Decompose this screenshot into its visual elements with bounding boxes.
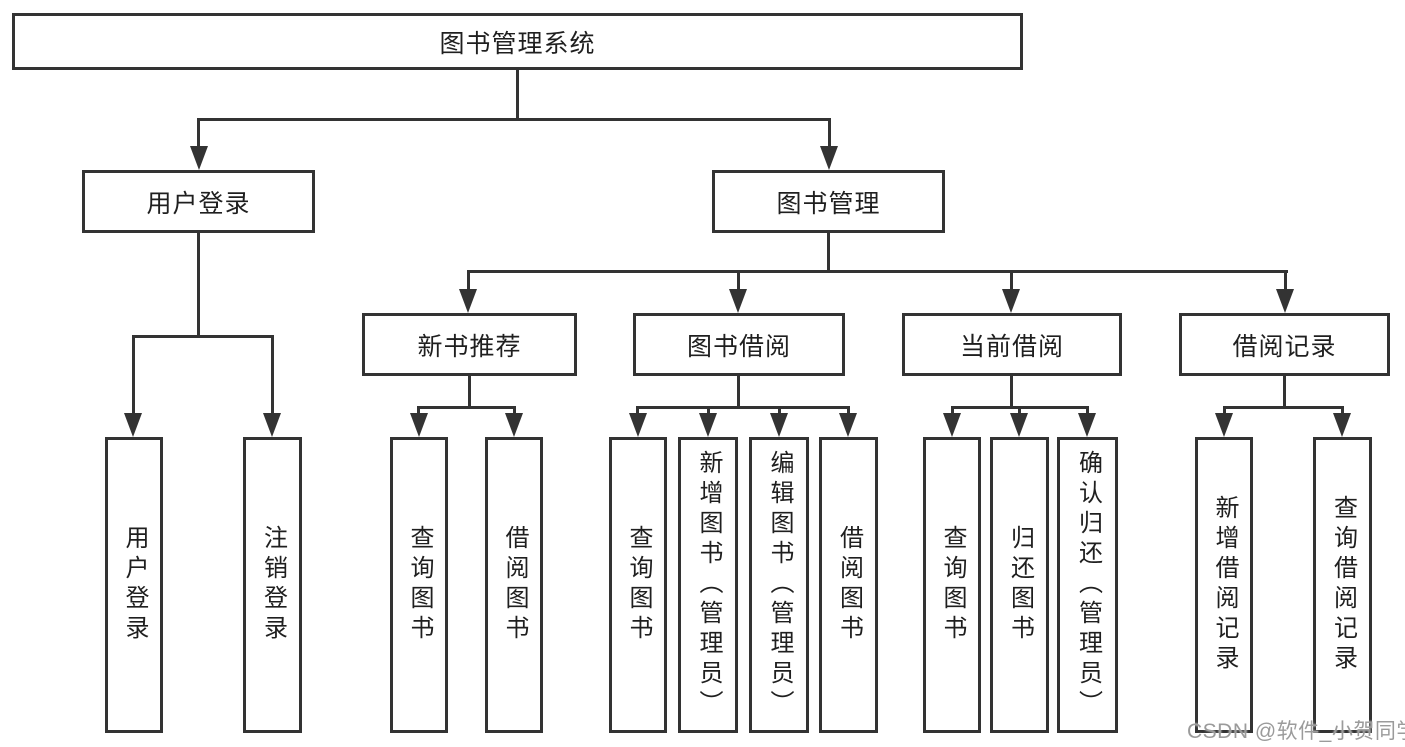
arrowhead-down-icon bbox=[1010, 413, 1028, 437]
connector-stub bbox=[778, 406, 781, 416]
node-root: 图书管理系统 bbox=[12, 13, 1023, 70]
connector-stub bbox=[737, 270, 740, 292]
node-borrow-records-label: 借阅记录 bbox=[1232, 332, 1337, 361]
node-current-borrow-label: 当前借阅 bbox=[959, 332, 1064, 361]
leaf-label: 查询借阅记录 bbox=[1329, 495, 1357, 675]
leaf-query-books-recommend: 查询图书 bbox=[390, 437, 448, 733]
connector-stub bbox=[847, 406, 850, 416]
leaf-edit-books-admin: 编辑图书（管理员） bbox=[749, 437, 809, 733]
connector-book-management-branch bbox=[467, 270, 1288, 273]
node-new-book-recommend: 新书推荐 bbox=[362, 313, 577, 376]
connector-stub bbox=[1010, 270, 1013, 292]
node-book-borrow-label: 图书借阅 bbox=[686, 332, 791, 361]
connector-root-branch bbox=[197, 118, 831, 121]
arrowhead-down-icon bbox=[459, 289, 477, 313]
leaf-label: 借阅图书 bbox=[835, 525, 863, 645]
leaf-label: 用户登录 bbox=[121, 525, 148, 645]
arrowhead-down-icon bbox=[1002, 289, 1020, 313]
node-book-management: 图书管理 bbox=[712, 170, 945, 233]
connector-stub bbox=[1341, 406, 1344, 416]
connector-stub bbox=[513, 406, 516, 416]
leaf-logout: 注销登录 bbox=[243, 437, 302, 733]
leaf-query-books-borrow: 查询图书 bbox=[609, 437, 667, 733]
connector-stub bbox=[1086, 406, 1089, 416]
leaf-label: 新增图书（管理员） bbox=[695, 450, 722, 720]
arrowhead-down-icon bbox=[410, 413, 428, 437]
leaf-borrow-books-recommend: 借阅图书 bbox=[485, 437, 543, 733]
leaf-label: 归还图书 bbox=[1006, 525, 1034, 645]
arrowhead-down-icon bbox=[1333, 413, 1351, 437]
csdn-watermark: CSDN @软件_小贺同学 bbox=[1187, 720, 1405, 743]
connector-stub bbox=[271, 335, 274, 415]
leaf-borrow-books: 借阅图书 bbox=[819, 437, 878, 733]
leaf-label: 新增借阅记录 bbox=[1211, 495, 1238, 675]
arrowhead-down-icon bbox=[263, 413, 281, 437]
node-root-label: 图书管理系统 bbox=[439, 29, 596, 58]
node-user-login-label: 用户登录 bbox=[146, 189, 251, 218]
arrowhead-down-icon bbox=[820, 146, 838, 170]
leaf-query-borrow-record: 查询借阅记录 bbox=[1313, 437, 1372, 733]
connector-borrow-record-drop bbox=[1283, 376, 1286, 408]
node-book-borrow: 图书借阅 bbox=[633, 313, 845, 376]
arrowhead-down-icon bbox=[629, 413, 647, 437]
leaf-label: 查询图书 bbox=[406, 525, 433, 645]
leaf-label: 编辑图书（管理员） bbox=[766, 450, 793, 720]
leaf-label: 借阅图书 bbox=[501, 525, 528, 645]
node-book-management-label: 图书管理 bbox=[776, 189, 881, 218]
leaf-label: 确认归还（管理员） bbox=[1074, 450, 1102, 720]
connector-current-borrow-drop bbox=[1010, 376, 1013, 408]
connector-stub bbox=[417, 406, 420, 416]
arrowhead-down-icon bbox=[505, 413, 523, 437]
connector-user-login-drop bbox=[197, 233, 200, 337]
connector-borrow-record-branch bbox=[1223, 406, 1343, 409]
arrowhead-down-icon bbox=[839, 413, 857, 437]
leaf-return-books: 归还图书 bbox=[990, 437, 1049, 733]
connector-stub bbox=[951, 406, 954, 416]
arrowhead-down-icon bbox=[1078, 413, 1096, 437]
connector-root-drop bbox=[516, 70, 519, 120]
connector-stub bbox=[1018, 406, 1021, 416]
connector-stub bbox=[636, 406, 639, 416]
leaf-label: 查询图书 bbox=[939, 525, 966, 645]
arrowhead-down-icon bbox=[729, 289, 747, 313]
connector-book-management-drop bbox=[827, 233, 830, 273]
leaf-add-books-admin: 新增图书（管理员） bbox=[678, 437, 738, 733]
arrowhead-down-icon bbox=[124, 413, 142, 437]
leaf-label: 查询图书 bbox=[625, 525, 652, 645]
leaf-add-borrow-record: 新增借阅记录 bbox=[1195, 437, 1253, 733]
arrowhead-down-icon bbox=[699, 413, 717, 437]
arrowhead-down-icon bbox=[770, 413, 788, 437]
arrowhead-down-icon bbox=[190, 146, 208, 170]
node-borrow-records: 借阅记录 bbox=[1179, 313, 1390, 376]
connector-book-borrow-branch bbox=[636, 406, 849, 409]
leaf-confirm-return-admin: 确认归还（管理员） bbox=[1057, 437, 1118, 733]
arrowhead-down-icon bbox=[1276, 289, 1294, 313]
arrowhead-down-icon bbox=[943, 413, 961, 437]
connector-stub-user-login bbox=[197, 118, 200, 150]
connector-stub bbox=[1284, 270, 1287, 292]
connector-stub-book-management bbox=[828, 118, 831, 150]
leaf-query-books-current: 查询图书 bbox=[923, 437, 981, 733]
connector-stub bbox=[467, 270, 470, 292]
connector-new-book-branch bbox=[417, 406, 516, 409]
node-current-borrow: 当前借阅 bbox=[902, 313, 1122, 376]
leaf-label: 注销登录 bbox=[259, 525, 287, 645]
leaf-user-login: 用户登录 bbox=[105, 437, 163, 733]
connector-stub bbox=[132, 335, 135, 415]
connector-stub bbox=[707, 406, 710, 416]
node-user-login: 用户登录 bbox=[82, 170, 315, 233]
connector-book-borrow-drop bbox=[737, 376, 740, 408]
connector-stub bbox=[1223, 406, 1226, 416]
connector-new-book-drop bbox=[468, 376, 471, 408]
arrowhead-down-icon bbox=[1215, 413, 1233, 437]
connector-user-login-branch bbox=[132, 335, 274, 338]
node-new-book-recommend-label: 新书推荐 bbox=[417, 332, 522, 361]
